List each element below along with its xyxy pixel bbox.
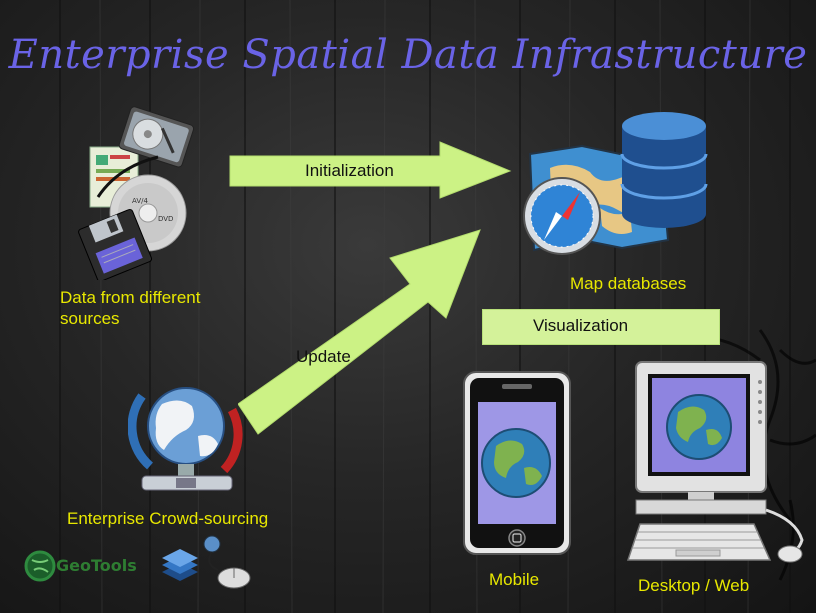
globe-icon [481, 428, 551, 498]
floppy-disk-icon [78, 208, 153, 280]
mobile-phone-icon [463, 371, 571, 555]
hard-disk-icon [118, 106, 195, 168]
initialization-label: Initialization [305, 161, 394, 180]
geotools-logo-text: GeoTools [56, 556, 137, 575]
mouse-globe-icon [203, 535, 251, 589]
svg-text:DVD: DVD [158, 215, 173, 223]
layers-icon [162, 549, 198, 581]
visualization-label: Visualization [533, 316, 629, 335]
update-arrow [238, 229, 481, 435]
initialization-arrow [229, 141, 512, 199]
desktop-computer-icon [626, 361, 804, 563]
slide-title: Enterprise Spatial Data Infrastructure [8, 32, 808, 78]
network-globe-icon [128, 387, 243, 491]
svg-text:AV/4: AV/4 [132, 197, 148, 205]
data-sources-label: Data from different sources [60, 288, 201, 328]
mouse-icon [777, 545, 803, 563]
visualization-box [482, 309, 720, 345]
database-icon [620, 112, 708, 228]
keyboard-icon [626, 523, 772, 561]
globe-icon [666, 394, 732, 460]
map-database-icons [523, 112, 708, 255]
map-databases-label: Map databases [570, 274, 687, 293]
compass-icon [523, 177, 601, 255]
update-label: Update [296, 347, 351, 366]
geotools-logo-icon [24, 550, 56, 582]
geotools-logo-group [24, 535, 251, 589]
crowd-sourcing-label: Enterprise Crowd-sourcing [67, 509, 269, 528]
data-sources-icons: AV/4 DVD [78, 106, 195, 280]
mobile-label: Mobile [489, 570, 540, 589]
desktop-web-label: Desktop / Web [638, 576, 750, 595]
